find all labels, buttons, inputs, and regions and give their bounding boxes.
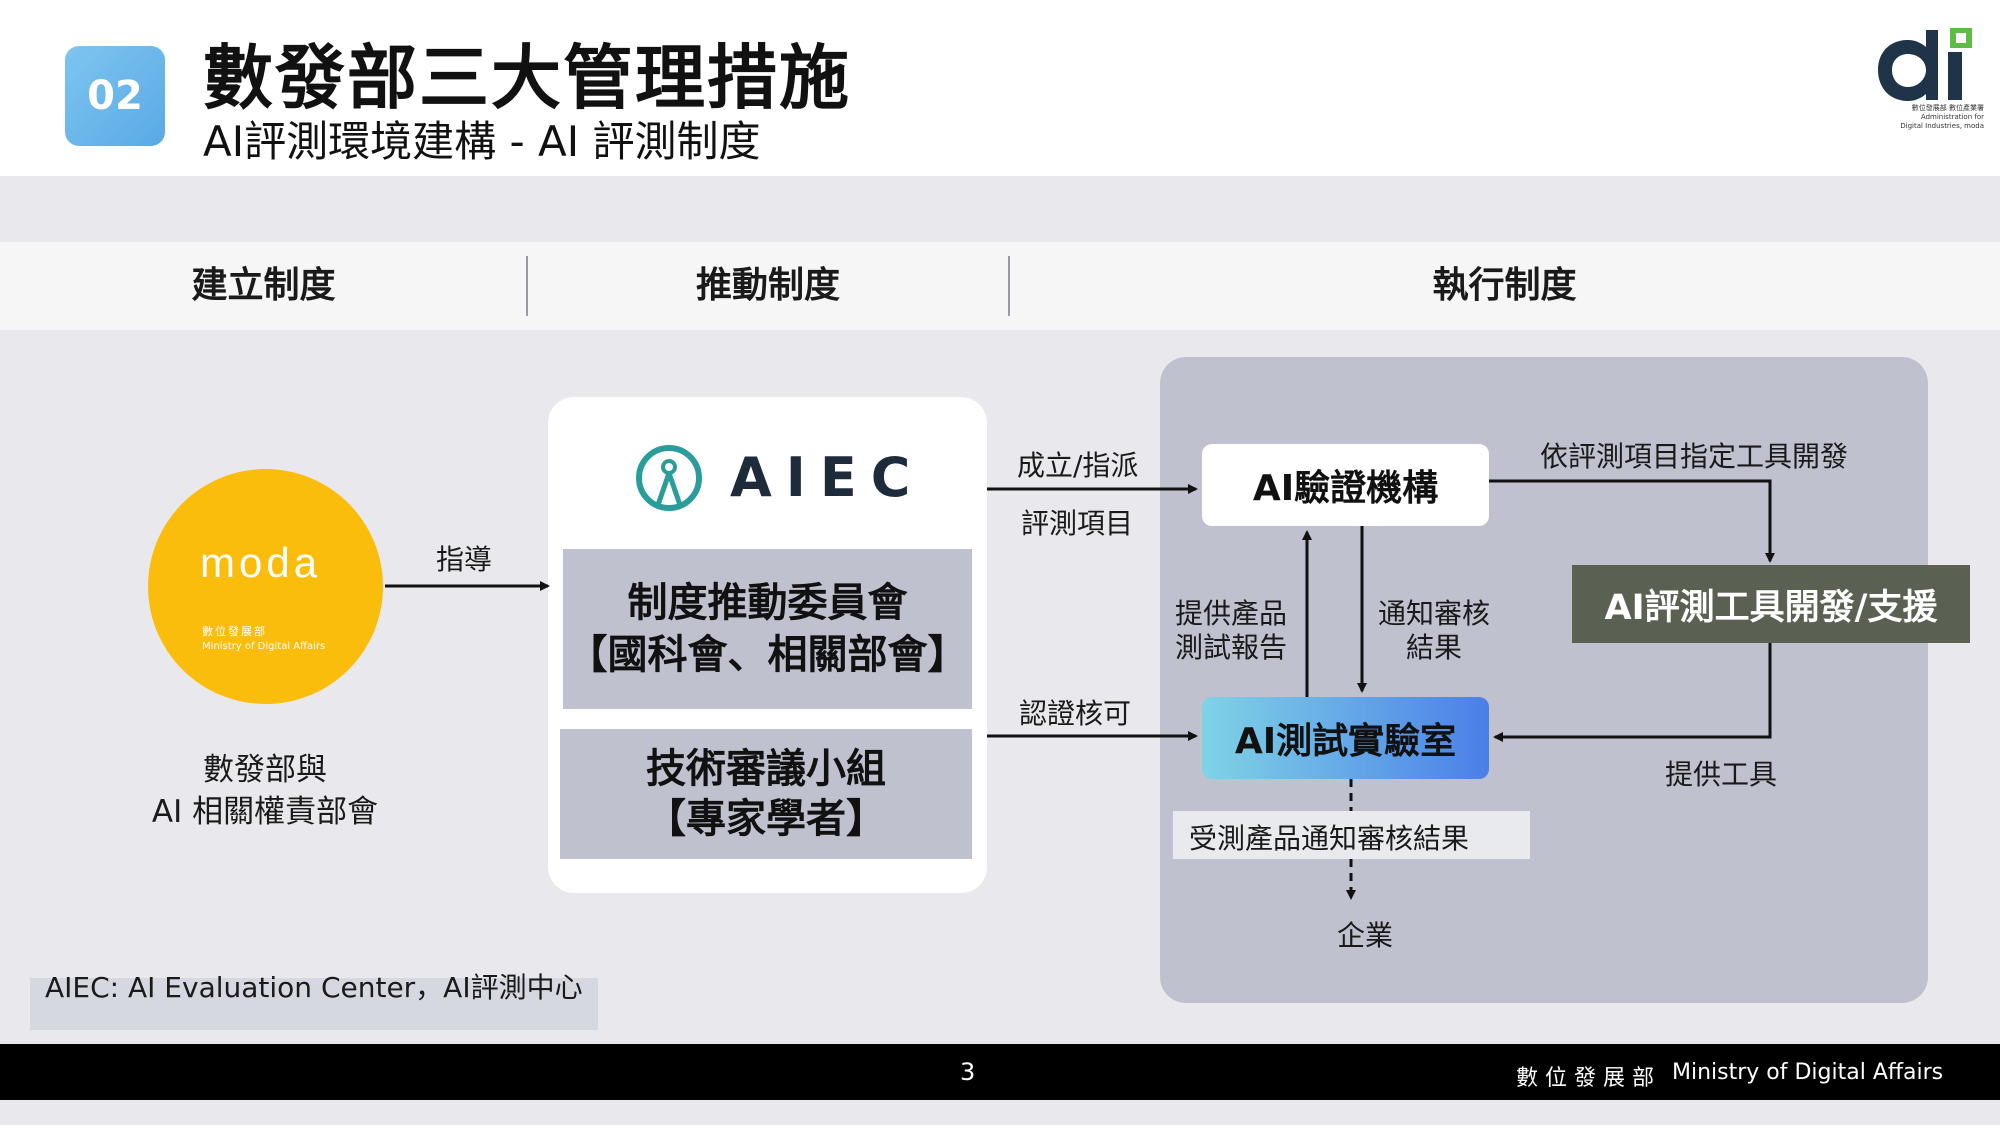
notify-label: 通知審核 xyxy=(1378,597,1491,630)
di-logo-icon: 數位發展部 數位產業署 Administration for Digital I… xyxy=(1872,22,1984,134)
result-box-text: 受測產品通知審核結果 xyxy=(1189,822,1470,855)
provide-tool-label: 提供工具 xyxy=(1665,758,1778,791)
test-lab-node: AI測試實驗室 xyxy=(1202,697,1489,779)
arrow-tool-spec xyxy=(1489,479,1775,563)
notify-label: 結果 xyxy=(1406,631,1463,664)
result-box: 受測產品通知審核結果 xyxy=(1173,811,1530,859)
moda-wordmark: moda xyxy=(200,539,322,586)
moda-caption-line2: AI 相關權責部會 xyxy=(151,794,379,830)
page-number: 3 xyxy=(960,1058,976,1086)
page-title: 數發部三大管理措施 xyxy=(203,37,851,119)
moda-caption-en: Ministry of Digital Affairs xyxy=(202,641,326,652)
header xyxy=(0,0,2000,176)
certify-label: 認證核可 xyxy=(1019,697,1132,730)
committee-box: 制度推動委員會 【國科會、相關部會】 xyxy=(563,549,972,709)
provide-report-label: 測試報告 xyxy=(1175,631,1288,664)
footnote-box xyxy=(30,978,598,1030)
assign-label: 成立/指派 xyxy=(1017,449,1139,482)
tech-review-title: 技術審議小組 xyxy=(646,746,886,792)
phase-promote: 推動制度 xyxy=(695,265,840,306)
tech-review-box: 技術審議小組 【專家學者】 xyxy=(560,729,972,859)
footer-org-zh: 數 位 發 展 部 xyxy=(1516,1066,1654,1091)
committee-title: 制度推動委員會 xyxy=(627,580,908,626)
tech-review-members: 【專家學者】 xyxy=(646,796,886,842)
moda-logo: moda 數位發展部 Ministry of Digital Affairs xyxy=(148,469,383,704)
verify-org-node: AI驗證機構 xyxy=(1202,444,1489,526)
page-subtitle: AI評測環境建構 - AI 評測制度 xyxy=(203,117,761,166)
logo-caption-line: Administration for xyxy=(1920,113,1984,121)
footer xyxy=(0,1044,2000,1100)
moda-caption-zh: 數位發展部 xyxy=(202,625,267,638)
phase-divider xyxy=(526,256,528,316)
aiec-logo-text: AIEC xyxy=(730,446,925,509)
section-badge: 02 xyxy=(65,46,165,146)
phase-execute: 執行制度 xyxy=(1432,265,1577,306)
phase-bar xyxy=(0,242,2000,330)
moda-caption-line1: 數發部與 xyxy=(203,752,327,788)
guide-label: 指導 xyxy=(436,543,493,576)
footnote-text: AIEC: AI Evaluation Center，AI評測中心 xyxy=(45,971,583,1004)
committee-members: 【國科會、相關部會】 xyxy=(567,632,968,678)
aiec-logo-icon xyxy=(634,443,704,513)
enterprise-label: 企業 xyxy=(1337,919,1394,952)
phase-divider xyxy=(1008,256,1010,316)
tool-spec-label: 依評測項目指定工具開發 xyxy=(1540,440,1849,473)
arrow-provide-tool xyxy=(1493,643,1772,742)
eval-items-label: 評測項目 xyxy=(1021,507,1134,540)
footer-org-en: Ministry of Digital Affairs xyxy=(1672,1060,1944,1085)
tool-dev-node: AI評測工具開發/支援 xyxy=(1572,565,1970,643)
phase-establish: 建立制度 xyxy=(191,265,336,306)
logo-caption-line: 數位發展部 數位產業署 xyxy=(1911,104,1984,112)
logo-caption-line: Digital Industries, moda xyxy=(1900,122,1984,130)
provide-report-label: 提供產品 xyxy=(1175,597,1288,630)
